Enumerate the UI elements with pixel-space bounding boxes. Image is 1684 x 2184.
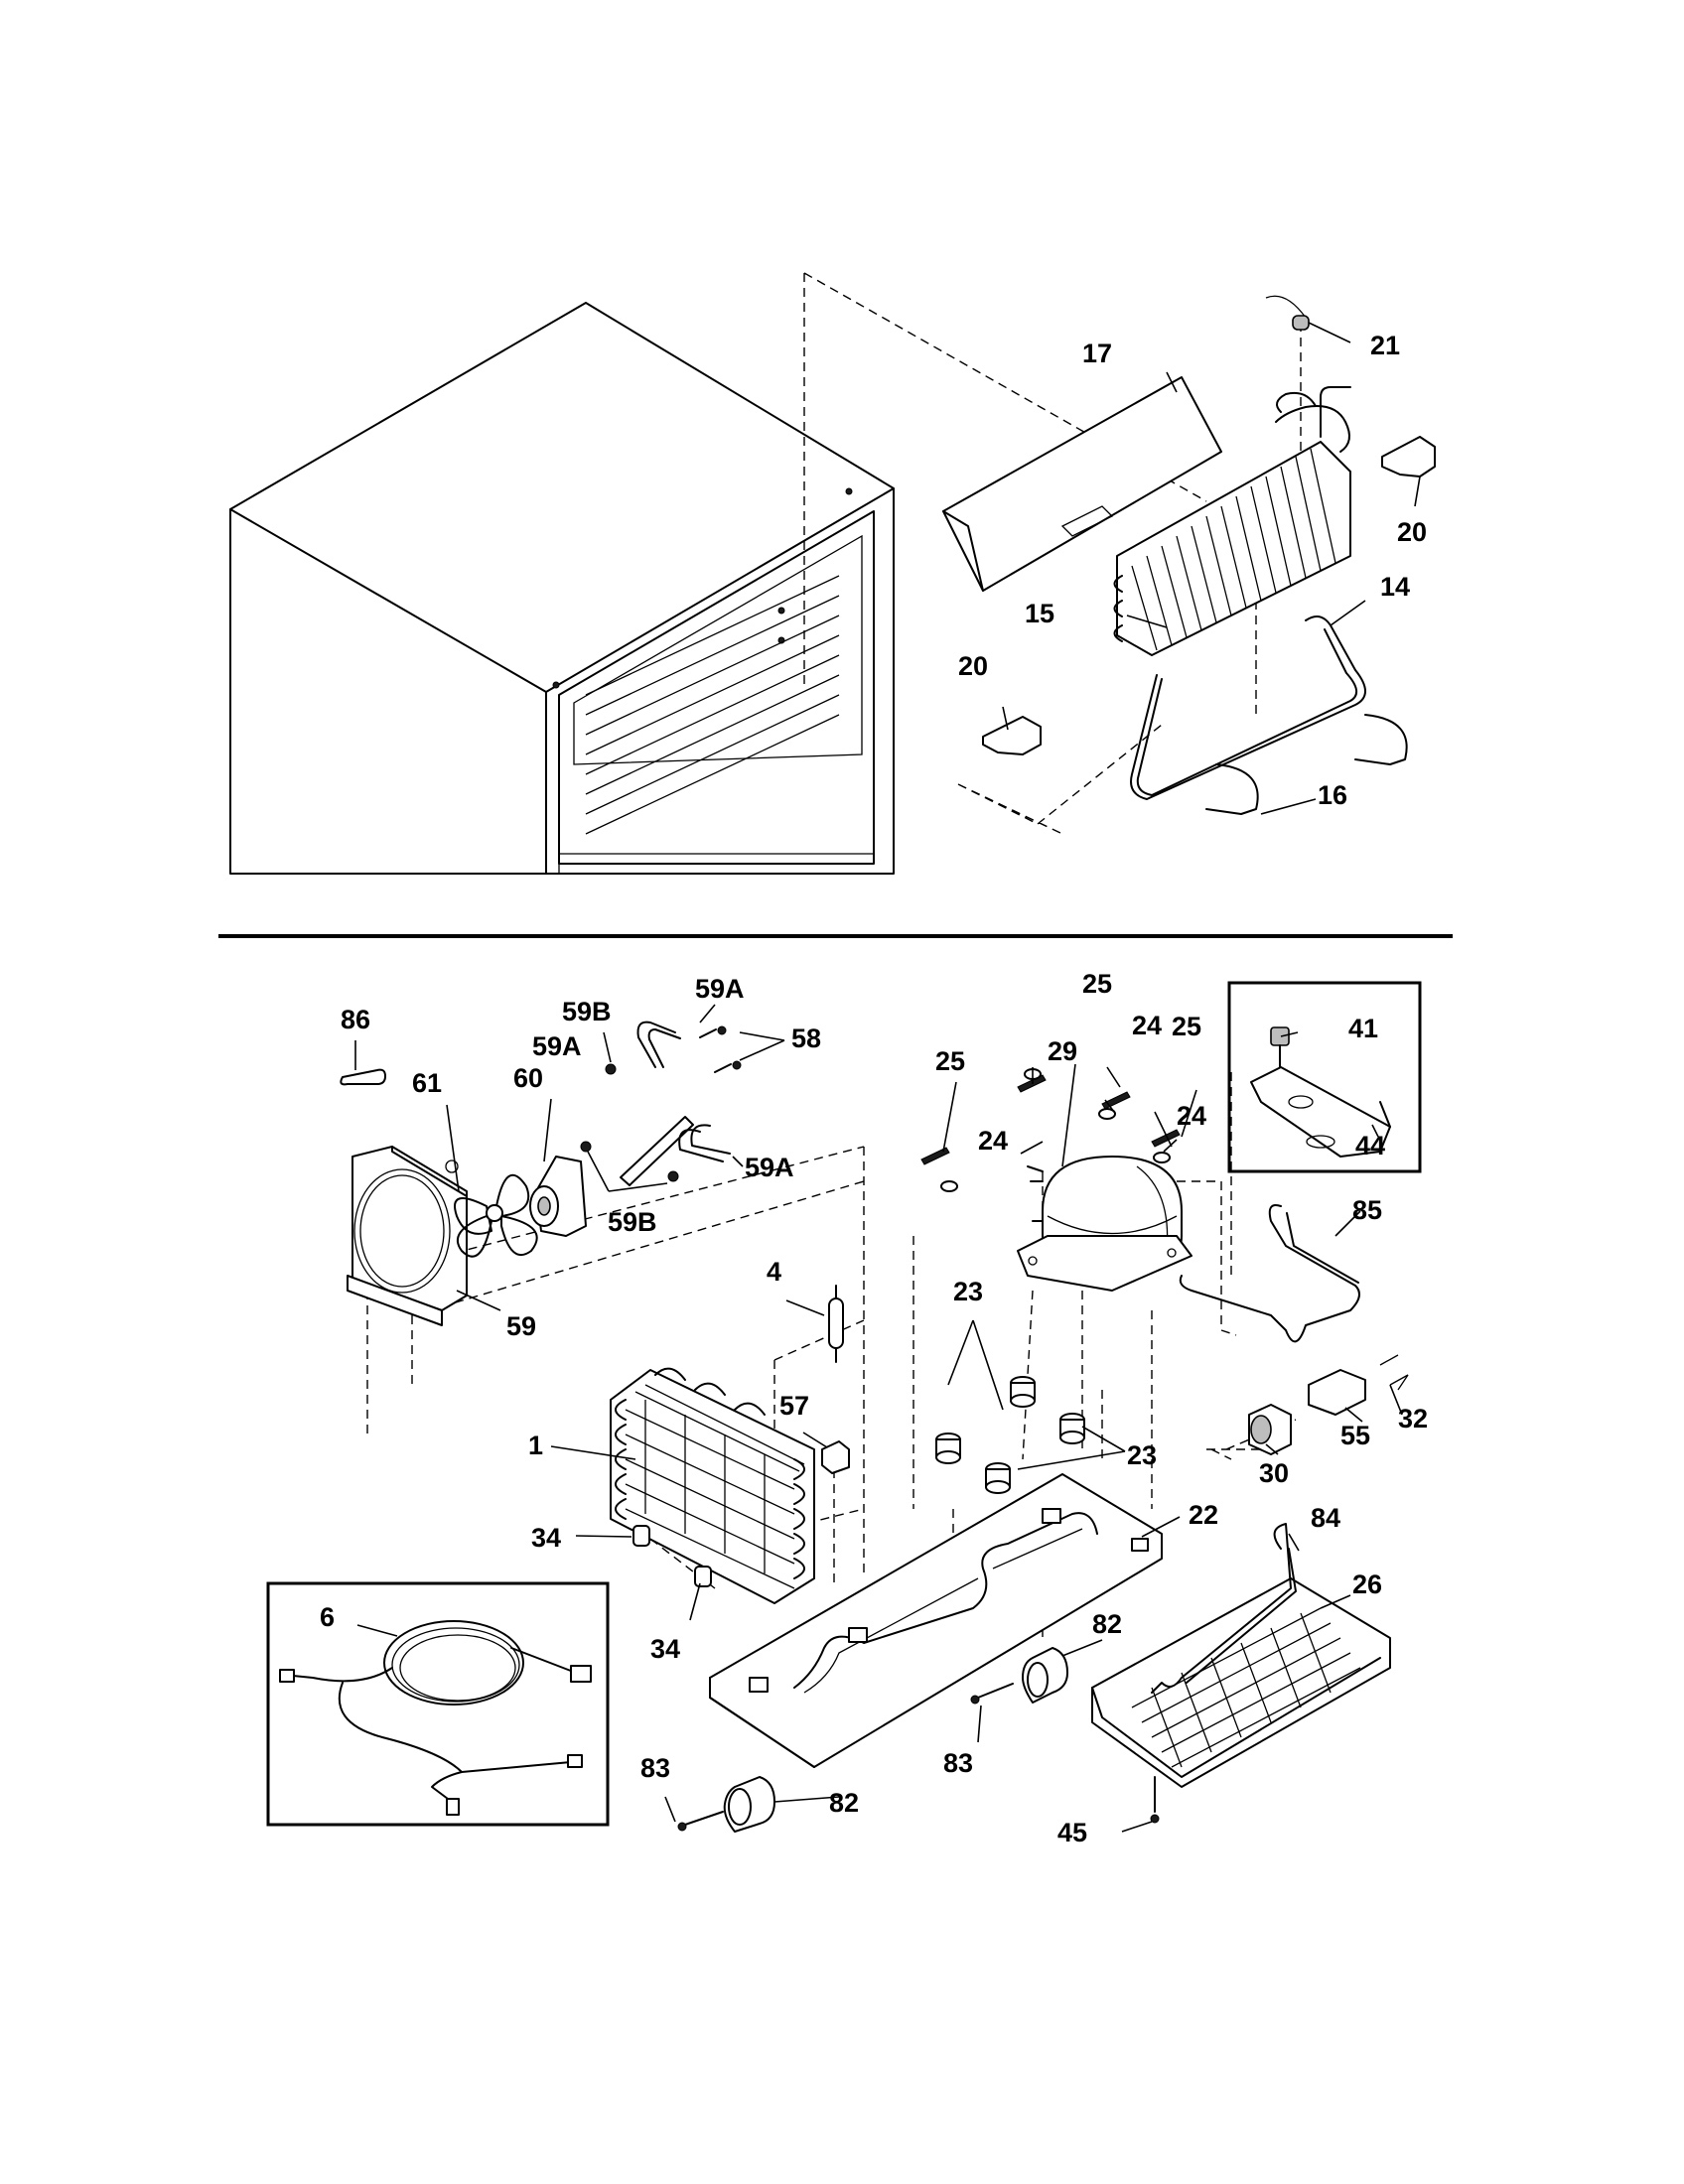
part-59-fan-shroud (347, 1146, 468, 1326)
label-84: 84 (1311, 1503, 1340, 1533)
label-82-right: 82 (1092, 1609, 1122, 1639)
part-34-spacers (632, 1525, 712, 1587)
label-16: 16 (1318, 780, 1347, 810)
callout-labels: 21 17 20 15 14 20 16 86 59B 59A 59A 58 6… (320, 331, 1428, 1847)
inset-box-6-heater (266, 1581, 610, 1827)
part-25-clips (920, 1074, 1181, 1165)
part-26-drain-pan (1091, 1577, 1391, 1788)
label-29: 29 (1048, 1036, 1077, 1066)
label-22: 22 (1189, 1500, 1218, 1530)
part-83-screws (677, 1683, 1014, 1832)
part-21-thermistor (1265, 295, 1310, 331)
part-59B-58-fasteners (580, 1025, 742, 1182)
label-59B-low: 59B (608, 1207, 657, 1237)
label-59A-top: 59A (695, 974, 745, 1004)
label-25-left: 25 (935, 1046, 965, 1076)
part-60-fan-motor (529, 1156, 587, 1237)
part-29-compressor (1017, 1156, 1193, 1292)
leader-lines-bottom (354, 1004, 1403, 1833)
label-59A-mid: 59A (532, 1031, 582, 1061)
label-21: 21 (1370, 331, 1400, 360)
label-44: 44 (1355, 1131, 1385, 1160)
label-6: 6 (320, 1602, 335, 1632)
label-24-mid: 24 (1132, 1011, 1162, 1040)
label-32: 32 (1398, 1404, 1428, 1433)
inset-box-41-44 (1227, 981, 1422, 1173)
part-20-bracket-left (982, 716, 1042, 755)
label-82-left: 82 (829, 1788, 859, 1818)
label-45: 45 (1057, 1818, 1087, 1847)
part-15-evaporator (1113, 386, 1351, 656)
part-55-overload (1308, 1369, 1366, 1416)
label-26: 26 (1352, 1570, 1382, 1599)
part-45-screw (1150, 1776, 1160, 1824)
label-24-right: 24 (1177, 1101, 1206, 1131)
label-24-left: 24 (978, 1126, 1008, 1156)
part-85-tubing (1179, 1204, 1360, 1343)
label-83-left: 83 (640, 1753, 670, 1783)
leader-lines-top (1002, 322, 1421, 815)
part-4-drier (828, 1285, 844, 1363)
part-23-grommets (935, 1376, 1085, 1494)
label-25-top: 25 (1082, 969, 1112, 999)
label-86: 86 (341, 1005, 370, 1034)
label-59: 59 (506, 1311, 536, 1341)
part-17-evaporator-cover (942, 376, 1222, 592)
label-58: 58 (791, 1024, 821, 1053)
label-23-low: 23 (1127, 1440, 1157, 1470)
label-55: 55 (1340, 1421, 1370, 1450)
label-59B-top: 59B (562, 997, 612, 1026)
label-20a: 20 (1397, 517, 1427, 547)
label-60: 60 (513, 1063, 543, 1093)
label-20b: 20 (958, 651, 988, 681)
guide-lines-top (803, 272, 1302, 835)
label-57: 57 (779, 1391, 809, 1421)
label-59A-low: 59A (745, 1153, 794, 1182)
part-22-base-plate (709, 1473, 1163, 1768)
label-14: 14 (1380, 572, 1410, 602)
label-83-right: 83 (943, 1748, 973, 1778)
label-1: 1 (528, 1431, 543, 1460)
part-82-roller-right (1022, 1647, 1068, 1704)
part-59A-brackets (620, 1021, 731, 1186)
part-82-roller-left (723, 1776, 775, 1833)
label-23-top: 23 (953, 1277, 983, 1306)
part-32-wire (1379, 1354, 1409, 1391)
part-20-bracket-right (1381, 436, 1436, 478)
label-85: 85 (1352, 1195, 1382, 1225)
refrigerator-cabinet (229, 302, 895, 875)
label-30: 30 (1259, 1458, 1289, 1488)
part-61-fan-blade (454, 1173, 538, 1258)
label-25-right: 25 (1172, 1012, 1201, 1041)
label-41: 41 (1348, 1014, 1378, 1043)
part-57-clip (821, 1440, 850, 1474)
freezer-vent-grille (585, 575, 840, 835)
label-15: 15 (1025, 599, 1054, 628)
part-1-condenser-coil (610, 1367, 815, 1604)
label-34-low: 34 (650, 1634, 680, 1664)
label-61: 61 (412, 1068, 442, 1098)
label-4: 4 (767, 1257, 781, 1287)
label-34-left: 34 (531, 1523, 561, 1553)
part-16-clips (1205, 714, 1408, 815)
part-84-drain-tube (1151, 1523, 1297, 1694)
part-30-relay (1248, 1404, 1292, 1455)
part-14-drain-heater (1130, 615, 1366, 800)
label-17: 17 (1082, 339, 1112, 368)
part-86-clip (340, 1068, 386, 1086)
